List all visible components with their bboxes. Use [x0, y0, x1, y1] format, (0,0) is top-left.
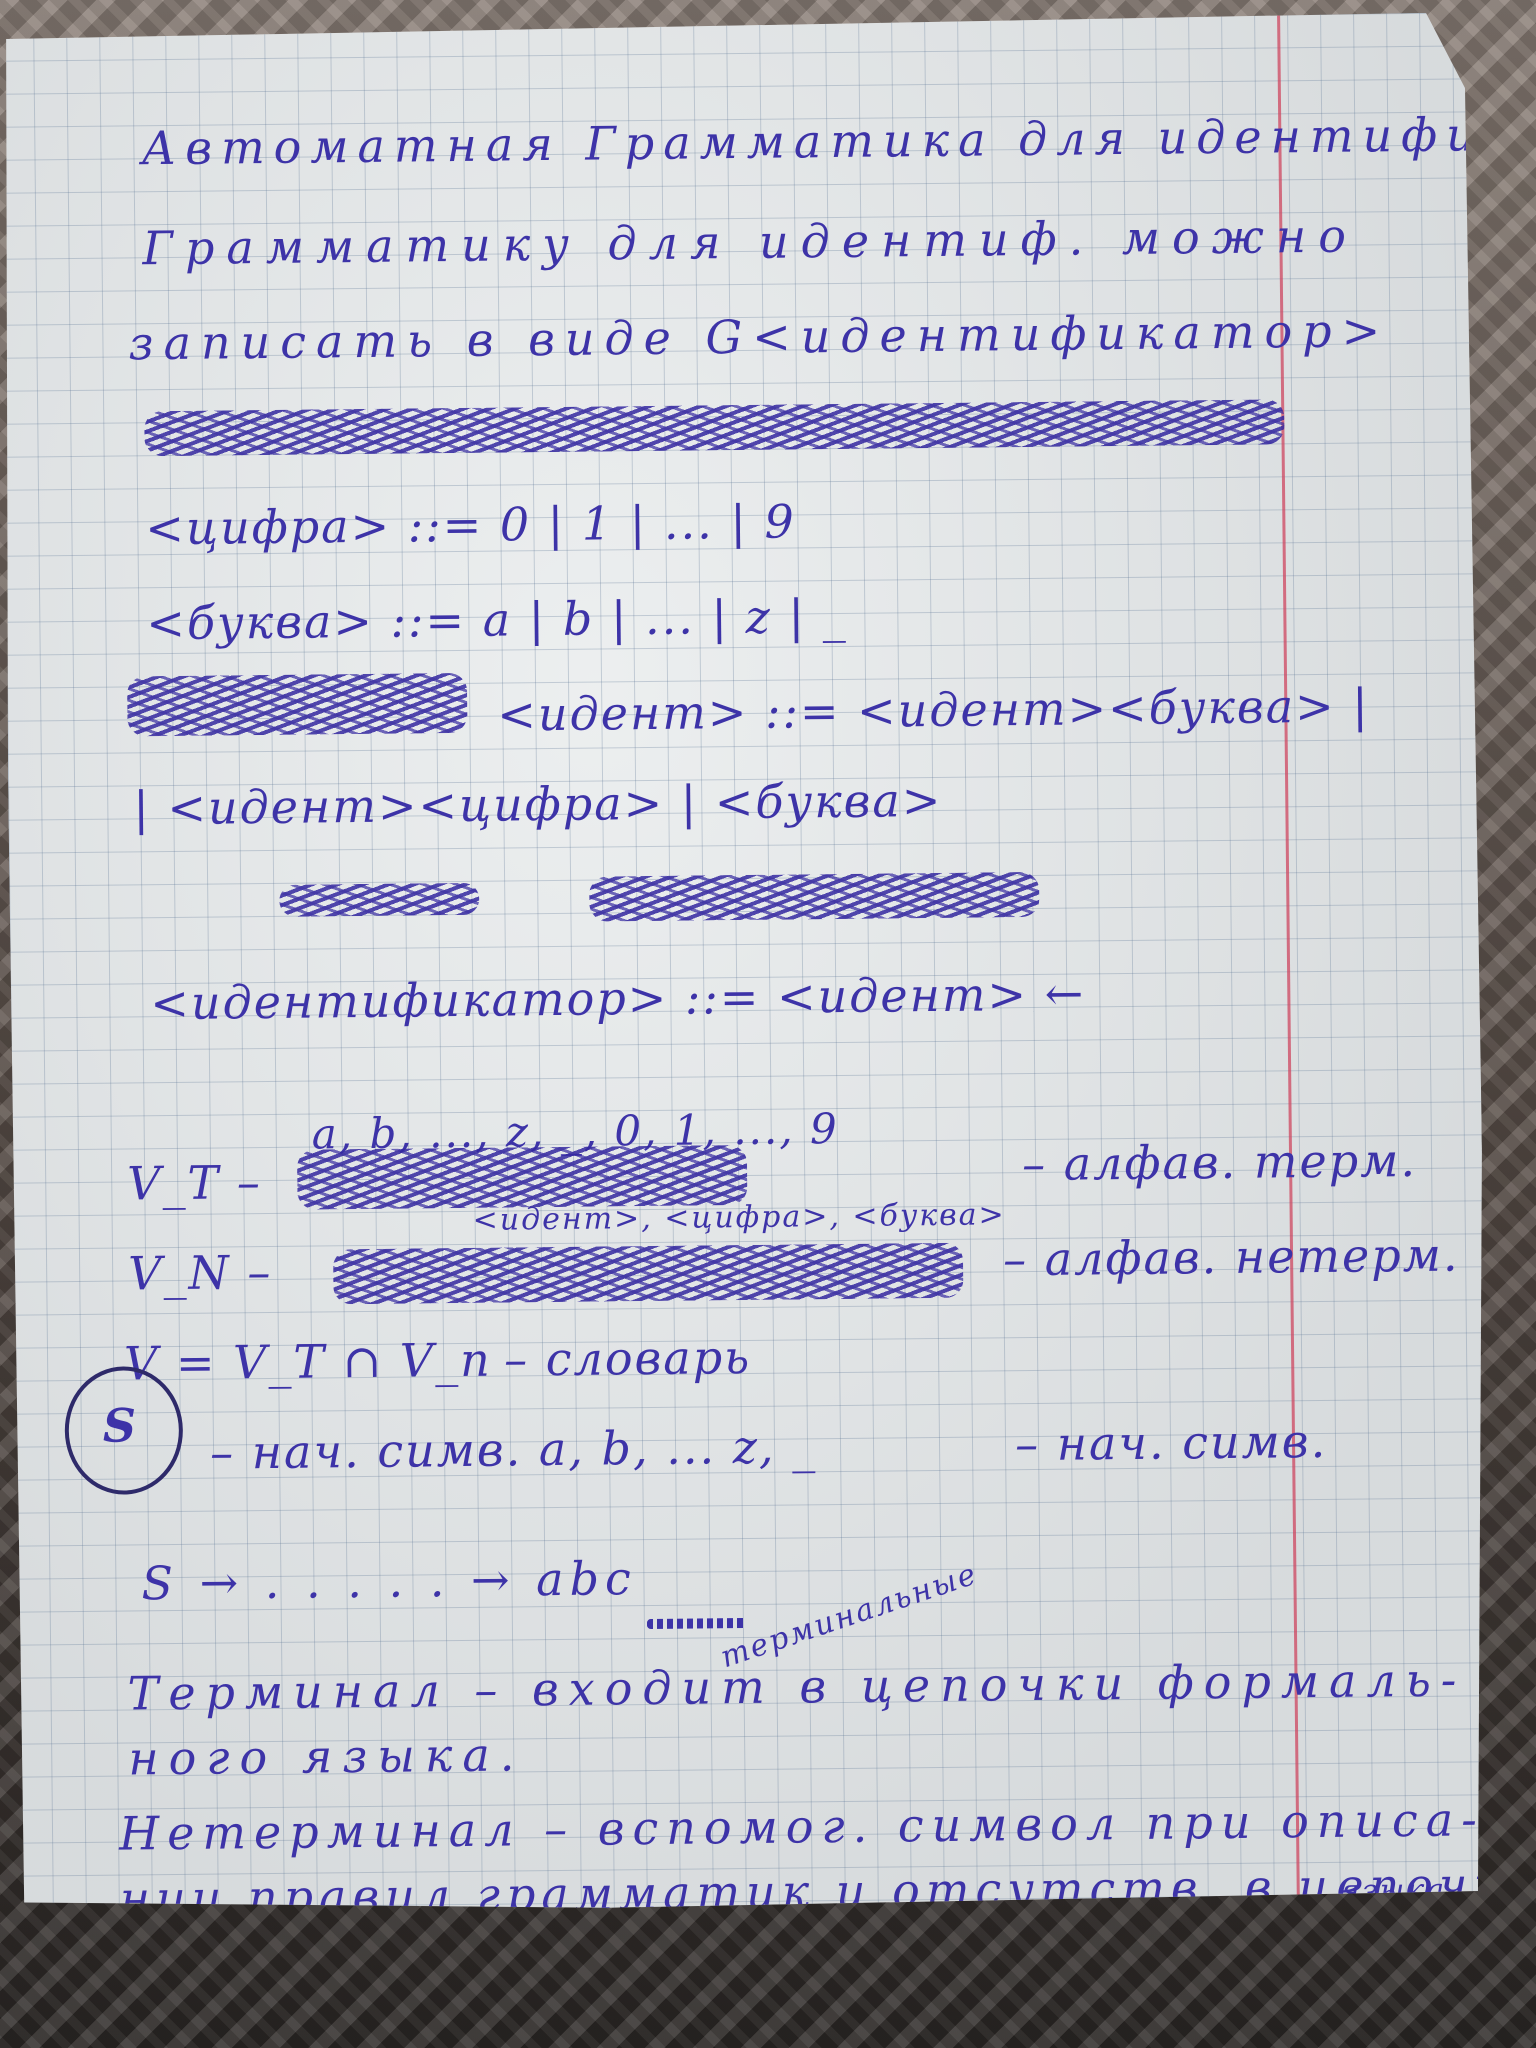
crossed-out-word: [333, 1243, 964, 1305]
vt-label: V_T –: [126, 1155, 263, 1211]
definition-line-2: ного языка.: [127, 1727, 525, 1786]
crossed-out-word: [589, 872, 1039, 922]
crossed-out-line: [144, 399, 1284, 456]
start-symbol-middle: – нач. симв. a, b, ... z, _: [209, 1419, 818, 1480]
rule-digit: <цифра> ::= 0 | 1 | ... | 9: [145, 494, 797, 556]
rule-ident-1: <идент> ::= <идент><буква> |: [497, 678, 1371, 742]
crossed-out-word: [127, 673, 468, 737]
derivation-underline: [647, 1618, 747, 1629]
vocabulary-description: – словарь: [503, 1329, 752, 1387]
page-title: Автоматная Грамматика для идентификаторо…: [141, 104, 1536, 176]
margin-line: [1277, 14, 1300, 1904]
rule-ident-2: | <идент><цифра> | <буква>: [133, 772, 943, 836]
notebook-page: Автоматная Грамматика для идентификаторо…: [0, 12, 1490, 1917]
crossed-out-word: [279, 883, 479, 917]
vocabulary-line: V = V_T ∩ V_n: [123, 1332, 492, 1391]
start-symbol: S: [102, 1398, 139, 1453]
vn-set-values: <идент>, <цифра>, <буква>: [472, 1197, 1006, 1238]
rule-identifier: <идентификатор> ::= <идент> ←: [150, 966, 1086, 1031]
rule-letter: <буква> ::= a | b | ... | z | _: [146, 588, 848, 651]
vt-description: – алфав. терм.: [1021, 1132, 1418, 1192]
vn-label: V_N –: [127, 1244, 273, 1301]
definition-line-3: Нетерминал – вспомог. символ при описа-: [118, 1792, 1486, 1861]
intro-line-1: Грамматику для идентиф. можно: [142, 208, 1359, 276]
vn-description: – алфав. нетерм.: [1002, 1227, 1460, 1287]
definition-line-1: Терминал – входит в цепочки формаль-: [127, 1652, 1467, 1721]
intro-line-2: записать в виде G<идентификатор>: [128, 303, 1391, 371]
derivation-line: S → . . . . . → abc: [141, 1551, 638, 1611]
start-symbol-description: – нач. симв.: [1014, 1413, 1328, 1472]
